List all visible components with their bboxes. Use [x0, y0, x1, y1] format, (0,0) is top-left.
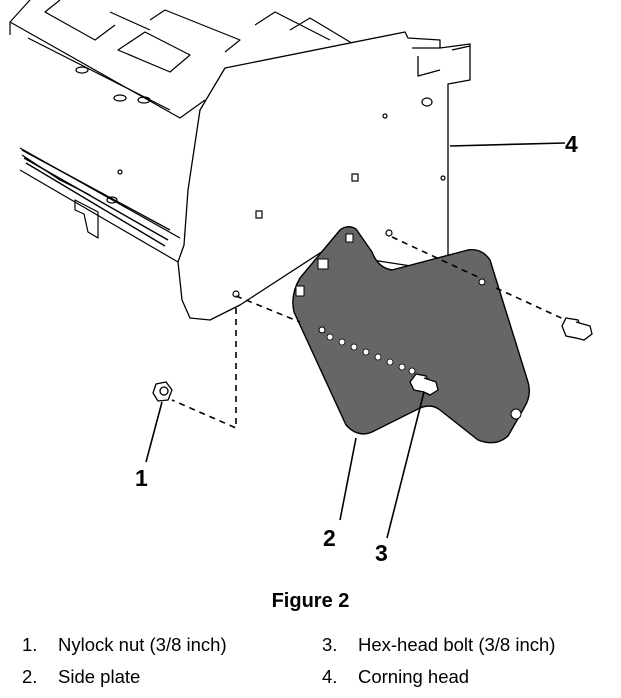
callout-1: 1 [135, 465, 148, 491]
hex-head-bolt-plate [409, 373, 439, 396]
legend-item: 1. Nylock nut (3/8 inch) [22, 634, 227, 656]
legend-row: 1. Nylock nut (3/8 inch) 3. Hex-head bolt … [22, 634, 612, 666]
legend-item: 4. Corning head [322, 666, 469, 688]
alignment-lines [171, 236, 571, 430]
legend-item: 2. Side plate [22, 666, 140, 688]
legend-label: Corning head [358, 666, 470, 687]
side-plate [292, 226, 531, 444]
legend-number: 3. [322, 634, 338, 655]
bolt-hole-pattern [326, 333, 416, 375]
figure-caption: Figure 2 [271, 590, 350, 612]
legend-item: 3. Hex-head bolt (3/8 inch) [322, 634, 555, 656]
legend-label: Side plate [58, 666, 141, 687]
legend-label: Hex-head bolt (3/8 inch) [358, 634, 556, 655]
leader-lines [145, 142, 566, 539]
legend-label: Nylock nut (3/8 inch) [58, 634, 227, 655]
nylock-nut [152, 381, 173, 402]
assembly-diagram: 1 2 3 4 [9, 0, 593, 566]
callout-4: 4 [565, 131, 578, 157]
side-plate-holes [295, 233, 522, 420]
callout-2: 2 [323, 525, 336, 551]
legend-number: 4. [322, 666, 338, 687]
legend-row: 2. Side plate 4. Corning head [22, 666, 612, 698]
legend-number: 2. [22, 666, 38, 687]
hex-head-bolt-side [561, 317, 593, 341]
legend-number: 1. [22, 634, 38, 655]
panel-holes [232, 97, 446, 298]
callout-3: 3 [375, 540, 388, 566]
frame-rail-shading [21, 149, 171, 247]
parts-legend: 1. Nylock nut (3/8 inch) 3. Hex-head bolt … [22, 634, 612, 698]
